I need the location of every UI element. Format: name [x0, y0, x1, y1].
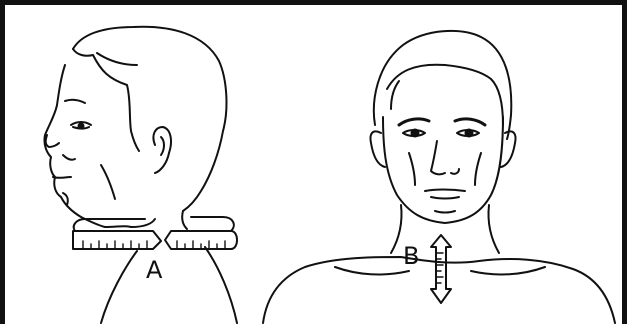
- profile-face: [44, 65, 131, 227]
- profile-torso-right: [205, 247, 237, 323]
- label-a: A: [146, 258, 162, 282]
- profile-ear: [153, 127, 171, 173]
- neck-tape-a: [73, 217, 237, 249]
- label-b: B: [403, 244, 419, 268]
- front-figure: [263, 31, 615, 323]
- front-hair: [374, 31, 511, 139]
- profile-torso-left: [101, 251, 137, 323]
- profile-hair: [73, 27, 226, 211]
- front-shoulders: [263, 257, 615, 323]
- profile-figure: [44, 27, 237, 323]
- illustration-canvas: [5, 5, 627, 324]
- neck-tape-b: [431, 235, 451, 303]
